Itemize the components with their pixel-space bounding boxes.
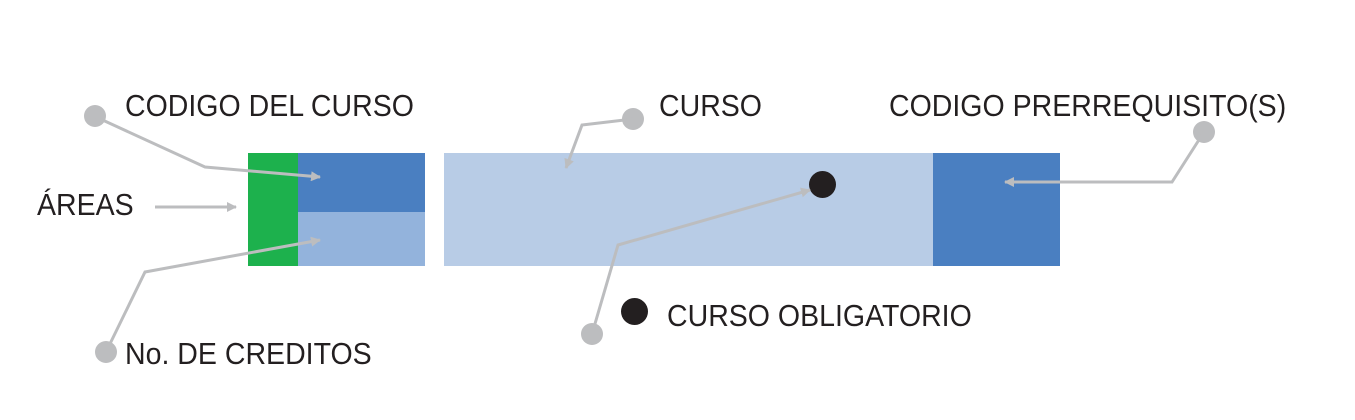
codigo-curso-bullet [84, 105, 106, 127]
creditos-label: No. DE CREDITOS [125, 336, 372, 371]
course-code-cell [298, 153, 425, 212]
prerrequisito-label: CODIGO PRERREQUISITO(S) [889, 88, 1287, 123]
obligatorio-label: CURSO OBLIGATORIO [667, 298, 972, 333]
mandatory-marker-legend [621, 298, 648, 325]
mandatory-marker-in-card [809, 171, 836, 198]
course-name-cell [444, 153, 933, 266]
curso-label: CURSO [659, 88, 762, 123]
codigo-curso-label: CODIGO DEL CURSO [125, 88, 414, 123]
prerequisite-cell [933, 153, 1060, 266]
areas-label: ÁREAS [37, 187, 134, 222]
